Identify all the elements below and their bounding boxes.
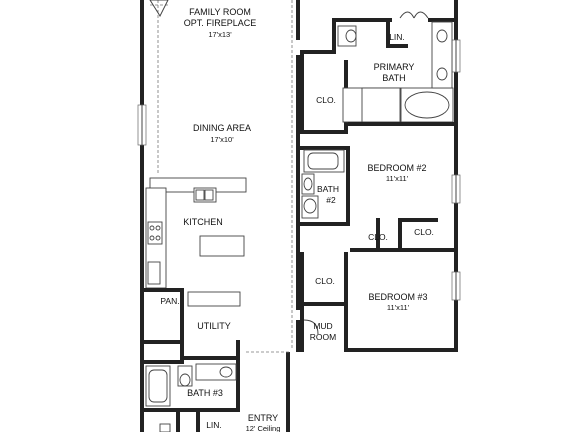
family-room-dim: 17'x13' — [208, 30, 232, 39]
dining-label: DINING AREA — [193, 123, 251, 133]
utility-label: UTILITY — [197, 321, 231, 331]
lin-top-label: LIN. — [389, 32, 405, 42]
bedroom2-label: BEDROOM #2 — [367, 163, 426, 173]
room-labels: FAMILY ROOM OPT. FIREPLACE 17'x13' DININ… — [160, 7, 434, 432]
entry-note: 12' Ceiling — [246, 424, 281, 432]
kitchen-area — [144, 177, 290, 432]
entry-label: ENTRY — [248, 413, 278, 423]
bath2-line2: #2 — [326, 195, 336, 205]
great-room-outline — [149, 0, 293, 350]
mud-room-line2: ROOM — [310, 332, 336, 342]
bath2-line1: BATH — [317, 184, 339, 194]
interior-walls — [296, 0, 454, 352]
clo-b3-label: CLO. — [315, 276, 335, 286]
clo-b2-left-label: CLO. — [368, 232, 388, 242]
left-windows — [137, 104, 147, 146]
family-room-label: FAMILY ROOM — [189, 7, 251, 17]
lin-bottom-label: LIN. — [206, 420, 222, 430]
bedroom3-dim: 11'x11' — [387, 303, 410, 312]
mud-room-line1: MUD — [313, 321, 332, 331]
bath3-label: BATH #3 — [187, 388, 223, 398]
clo-b2-right-label: CLO. — [414, 227, 434, 237]
bedroom3-label: BEDROOM #3 — [368, 292, 427, 302]
pantry-label: PAN. — [160, 296, 179, 306]
primary-bath-line2: BATH — [382, 73, 405, 83]
primary-bath-line1: PRIMARY — [374, 62, 415, 72]
clo-primary-label: CLO. — [316, 95, 336, 105]
family-room-note: OPT. FIREPLACE — [184, 18, 257, 28]
dining-dim: 17'x10' — [210, 135, 234, 144]
bedroom2-dim: 11'x11' — [386, 174, 409, 183]
kitchen-label: KITCHEN — [183, 217, 223, 227]
